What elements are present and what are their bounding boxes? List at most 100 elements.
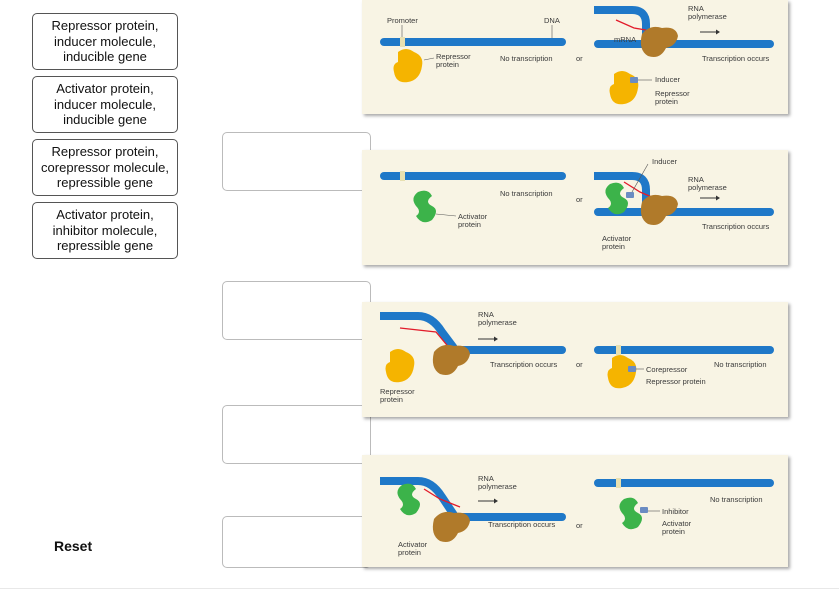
polymerase-label: polymerase — [478, 318, 517, 327]
rna-polymerase-shape — [432, 344, 470, 375]
dna-strand — [594, 346, 774, 354]
dna-strand — [450, 513, 566, 521]
protein-label: protein — [662, 527, 685, 536]
mrna-label: mRNA — [614, 35, 636, 44]
dna-strand — [450, 346, 566, 354]
promoter-region — [616, 478, 621, 488]
protein-label: protein — [436, 60, 459, 69]
diagram-panel-3: RNA polymerase Transcription occurs or R… — [362, 302, 788, 417]
or-text: or — [576, 360, 583, 369]
drop-target-4[interactable] — [222, 405, 371, 464]
label-line: Activator protein, — [56, 207, 154, 223]
or-text: or — [576, 195, 583, 204]
promoter-region — [400, 171, 405, 181]
inducer-molecule — [626, 192, 634, 198]
label-line: inhibitor molecule, — [52, 222, 158, 238]
protein-label: protein — [458, 220, 481, 229]
polymerase-label: polymerase — [688, 12, 727, 21]
status-text: No transcription — [500, 189, 553, 198]
dna-strand — [380, 172, 566, 180]
polymerase-label: RNA — [478, 310, 494, 319]
status-text: No transcription — [710, 495, 763, 504]
protein-label: Repressor — [380, 387, 415, 396]
status-text: No transcription — [500, 54, 553, 63]
promoter-region — [400, 37, 405, 47]
protein-label: protein — [655, 97, 678, 106]
dna-strand — [380, 38, 566, 46]
polymerase-label: RNA — [688, 175, 704, 184]
polymerase-label: polymerase — [478, 482, 517, 491]
molecule-label: Inducer — [652, 157, 678, 166]
protein-label: protein — [398, 548, 421, 557]
molecule-label: Inhibitor — [662, 507, 689, 516]
mrna-strand — [615, 19, 647, 31]
status-text: Transcription occurs — [702, 54, 769, 63]
drop-target-3[interactable] — [222, 281, 371, 340]
activator-protein-shape — [397, 483, 420, 516]
promoter-region — [616, 345, 621, 355]
panel-4-illustration: RNA polymerase Transcription occurs or A… — [380, 474, 774, 557]
label-line: corepressor molecule, — [41, 159, 169, 175]
repressor-protein-shape — [385, 349, 415, 383]
polymerase-label: RNA — [688, 4, 704, 13]
label-line: inducible gene — [63, 49, 147, 65]
panel-3-illustration: RNA polymerase Transcription occurs or R… — [380, 310, 774, 404]
polymerase-label: RNA — [478, 474, 494, 483]
label-line: repressible gene — [56, 238, 154, 254]
molecule-label: Corepressor — [646, 365, 688, 374]
label-line: inducer molecule, — [54, 96, 156, 112]
rna-polymerase-shape — [432, 511, 470, 542]
protein-label: Activator — [458, 212, 488, 221]
repressor-protein-shape — [609, 71, 639, 105]
label-card-4[interactable]: Activator protein,inhibitor molecule,rep… — [32, 202, 178, 259]
footer-divider — [0, 588, 839, 589]
reset-button[interactable]: Reset — [54, 538, 93, 554]
drop-target-5[interactable] — [222, 516, 371, 568]
rna-polymerase-shape — [640, 194, 678, 225]
protein-label: Activator — [662, 519, 692, 528]
dna-label: DNA — [544, 16, 560, 25]
diagram-panel-2: No transcription or Activator protein In… — [362, 150, 788, 265]
label-line: inducer molecule, — [54, 33, 156, 49]
status-text: Transcription occurs — [702, 222, 769, 231]
panel-2-illustration: No transcription or Activator protein In… — [380, 157, 774, 251]
dna-strand — [594, 208, 774, 216]
inducer-molecule — [630, 77, 638, 83]
label-card-3[interactable]: Repressor protein,corepressor molecule,r… — [32, 139, 178, 196]
polymerase-label: polymerase — [688, 183, 727, 192]
status-text: Transcription occurs — [490, 360, 557, 369]
repressor-protein-shape — [607, 355, 637, 389]
or-text: or — [576, 521, 583, 530]
promoter-label: Promoter — [387, 16, 418, 25]
protein-label: Repressor — [436, 52, 471, 61]
label-card-2[interactable]: Activator protein,inducer molecule,induc… — [32, 76, 178, 133]
status-text: No transcription — [714, 360, 767, 369]
activator-protein-shape — [413, 190, 436, 223]
protein-label: protein — [602, 242, 625, 251]
label-line: inducible gene — [63, 112, 147, 128]
label-line: Repressor protein, — [51, 18, 159, 34]
rna-polymerase-shape — [640, 26, 678, 57]
diagram-panel-1: Promoter DNA Repressor protein No transc… — [362, 0, 788, 114]
protein-label: Activator — [398, 540, 428, 549]
protein-label: Activator — [602, 234, 632, 243]
dna-strand — [594, 479, 774, 487]
label-line: Repressor protein, — [51, 144, 159, 160]
label-line: repressible gene — [56, 175, 154, 191]
protein-label: Repressor protein — [646, 377, 706, 386]
protein-label: Repressor — [655, 89, 690, 98]
mrna-strand — [423, 488, 461, 508]
drop-target-2[interactable] — [222, 132, 371, 191]
or-text: or — [576, 54, 583, 63]
label-line: Activator protein, — [56, 81, 154, 97]
diagram-panel-4: RNA polymerase Transcription occurs or A… — [362, 455, 788, 567]
protein-label: protein — [380, 395, 403, 404]
dna-strand — [380, 312, 458, 351]
activator-protein-shape — [619, 497, 642, 530]
corepressor-molecule — [628, 366, 636, 372]
mrna-strand — [623, 181, 655, 199]
label-card-1[interactable]: Repressor protein,inducer molecule,induc… — [32, 13, 178, 70]
repressor-protein-shape — [393, 49, 423, 83]
molecule-label: Inducer — [655, 75, 681, 84]
dna-strand — [380, 477, 458, 518]
